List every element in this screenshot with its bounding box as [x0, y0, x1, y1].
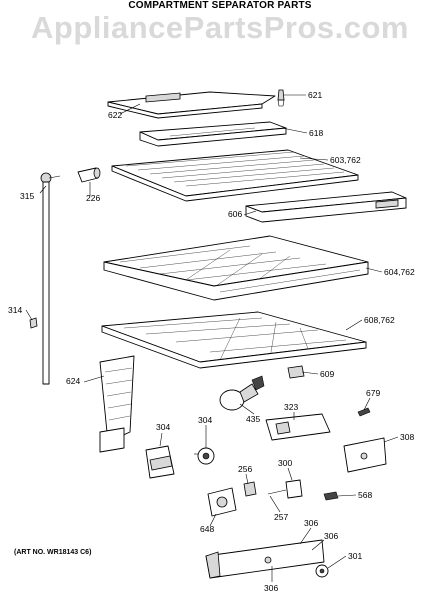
- callout-306-top: 306: [304, 518, 318, 528]
- callout-323: 323: [284, 402, 298, 412]
- part-624-duct: [99, 355, 135, 453]
- callout-679: 679: [366, 388, 380, 398]
- part-308-bracket: [343, 437, 387, 473]
- callout-301: 301: [348, 551, 362, 561]
- callout-604-762: 604,762: [384, 267, 415, 277]
- callout-314: 314: [8, 305, 22, 315]
- part-603-shelf: [111, 149, 359, 202]
- part-679-screw: [357, 407, 371, 417]
- callout-306-right: 306: [324, 531, 338, 541]
- callout-315: 315: [20, 191, 34, 201]
- callout-257: 257: [274, 512, 288, 522]
- part-323-housing: [265, 413, 331, 441]
- part-315-rod: [40, 172, 61, 385]
- part-622-cap: [107, 91, 276, 119]
- part-256-sensor: [243, 481, 257, 497]
- part-648-thermostat: [207, 487, 237, 517]
- callout-621: 621: [308, 90, 322, 100]
- callout-304-right: 304: [198, 415, 212, 425]
- part-304-knob: [194, 447, 215, 465]
- callout-256: 256: [238, 464, 252, 474]
- diagram-title: COMPARTMENT SEPARATOR PARTS: [128, 0, 312, 11]
- callout-308: 308: [400, 432, 414, 442]
- part-300-switch: [267, 479, 303, 499]
- part-304-control-box: [145, 445, 175, 479]
- part-621-screw: [277, 89, 285, 107]
- art-number: (ART NO. WR18143 C6): [14, 549, 92, 556]
- callout-568: 568: [358, 490, 372, 500]
- part-608-pan: [101, 311, 367, 369]
- callout-648: 648: [200, 524, 214, 534]
- part-226-bushing: [77, 167, 101, 183]
- callout-435: 435: [246, 414, 260, 424]
- part-301-knob: [315, 564, 329, 578]
- callout-608-762: 608,762: [364, 315, 395, 325]
- leader-lines: [25, 94, 399, 582]
- callout-622: 622: [108, 110, 122, 120]
- part-618-rail: [139, 121, 287, 147]
- part-314-clip: [29, 317, 38, 329]
- callout-618: 618: [309, 128, 323, 138]
- callout-609: 609: [320, 369, 334, 379]
- part-604-pan: [103, 235, 369, 301]
- part-606-cover: [245, 191, 407, 223]
- callout-labels: 621 622 618 315 226 603,762 606 604,762 …: [8, 90, 415, 593]
- callout-306-bottom: 306: [264, 583, 278, 593]
- watermark: AppliancePartsPros.com: [31, 10, 409, 45]
- part-306-bracket: [205, 539, 325, 579]
- callout-606: 606: [228, 209, 242, 219]
- part-568-screw: [323, 491, 339, 501]
- callout-624: 624: [66, 376, 80, 386]
- callout-226: 226: [86, 193, 100, 203]
- part-609-clip: [287, 365, 305, 379]
- callout-300: 300: [278, 458, 292, 468]
- callout-304-left: 304: [156, 422, 170, 432]
- callout-603-762: 603,762: [330, 155, 361, 165]
- part-435-bulb: [219, 375, 265, 411]
